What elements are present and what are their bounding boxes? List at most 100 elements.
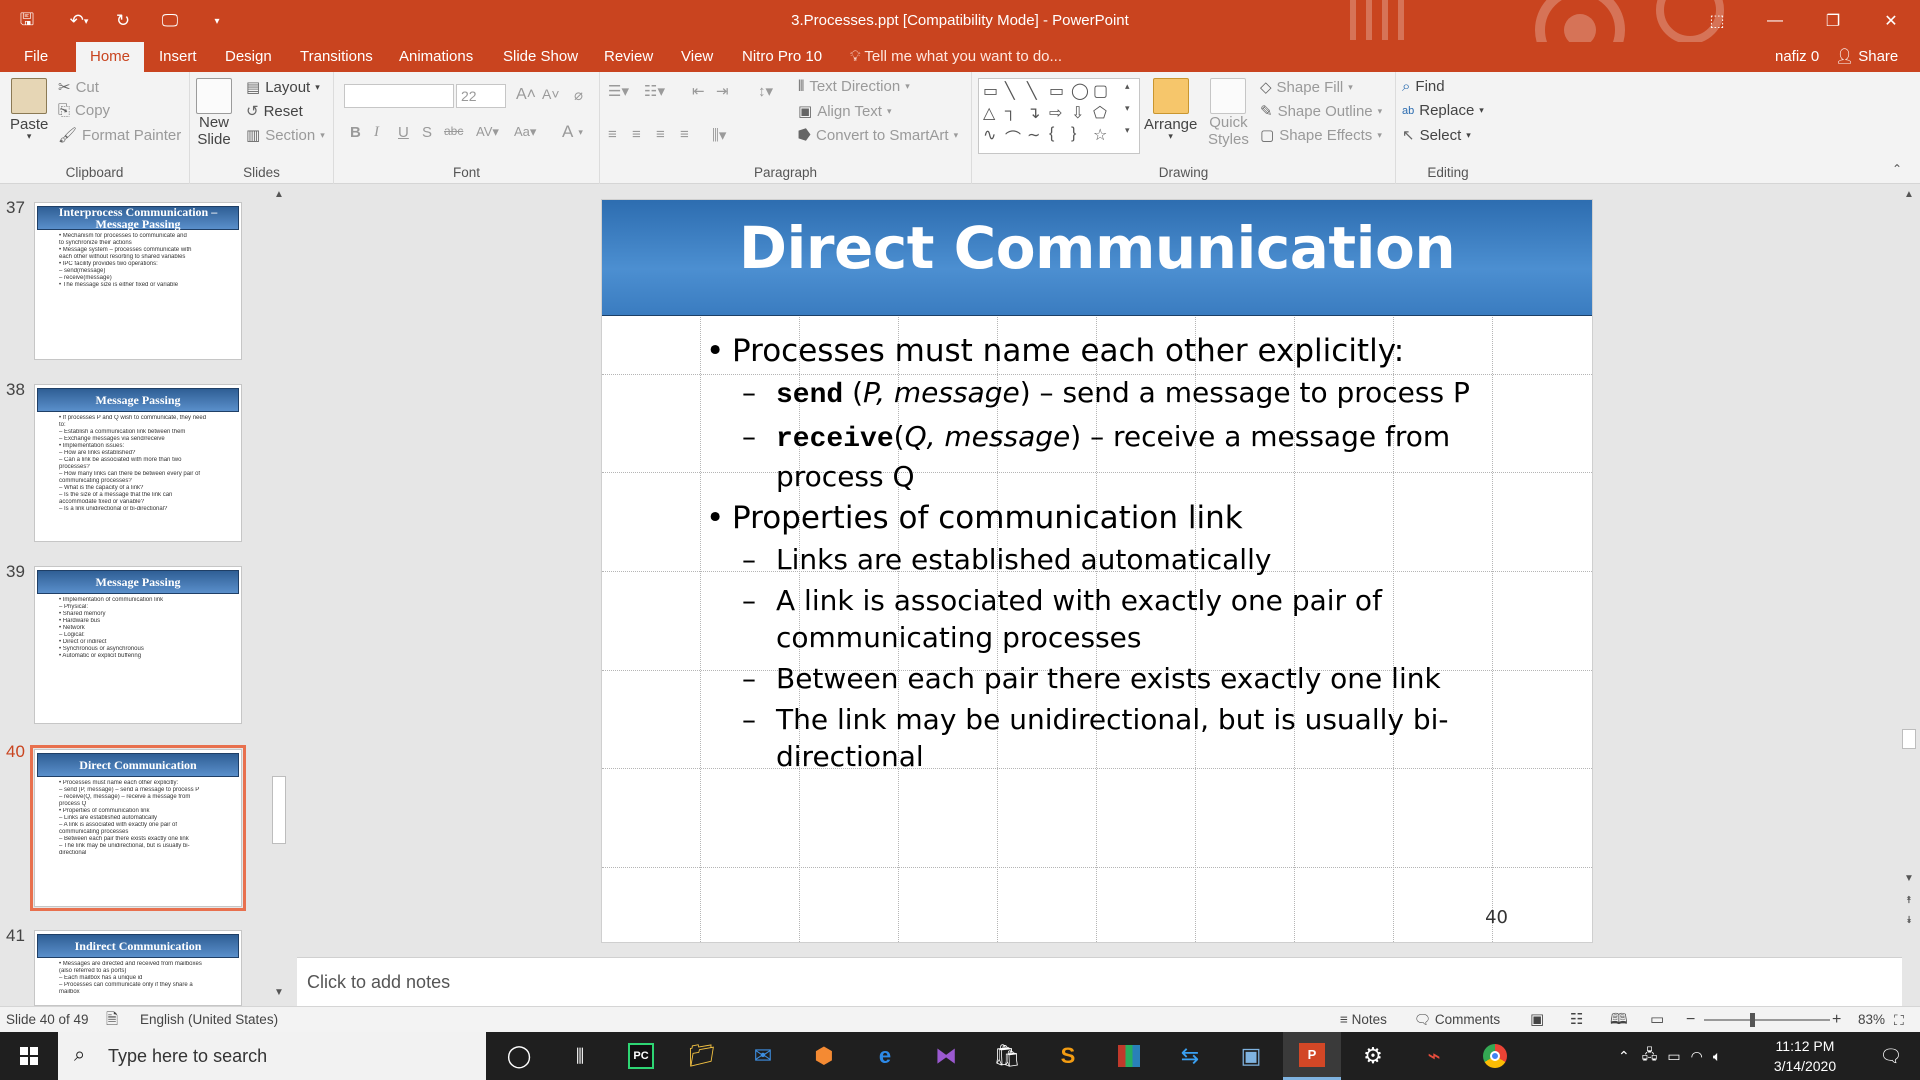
right-arrow-shape-icon[interactable]: ⇨ — [1049, 105, 1063, 122]
slide-body[interactable]: Processes must name each other explicitl… — [706, 328, 1566, 775]
shape-outline-button[interactable]: ✎Shape Outline▾ — [1260, 102, 1382, 121]
teamviewer-icon[interactable]: ⇆ — [1180, 1043, 1200, 1068]
notes-toggle[interactable]: ≡ Notes — [1340, 1007, 1387, 1033]
arc-shape-icon[interactable]: ⌒ — [1005, 131, 1022, 148]
language-indicator[interactable]: English (United States) — [140, 1012, 279, 1027]
scroll-down-icon[interactable]: ▼ — [274, 987, 284, 998]
user-name[interactable]: nafiz 0 — [1775, 48, 1820, 65]
new-slide-button[interactable]: New Slide — [196, 78, 232, 148]
cut-button[interactable]: ✂Cut — [58, 78, 99, 97]
numbering-icon[interactable]: ☷▾ — [644, 83, 665, 100]
scrollbar-thumb[interactable] — [1902, 729, 1916, 749]
tab-transitions[interactable]: Transitions — [300, 48, 373, 65]
star-shape-icon[interactable]: ☆ — [1093, 127, 1108, 144]
zoom-slider-track[interactable] — [1704, 1019, 1830, 1021]
line2-shape-icon[interactable]: ╲ — [1027, 83, 1037, 100]
tab-view[interactable]: View — [681, 48, 714, 65]
layout-button[interactable]: ▤Layout▾ — [246, 78, 320, 97]
shapes-gallery[interactable]: ▭ ╲ ╲ ▭ ◯ ▢ △ ┐ ↴ ⇨ ⇩ ⬠ ∿ ⌒ ∼ { } ☆ ▴ ▾ … — [978, 78, 1140, 154]
scrollbar-thumb[interactable] — [272, 776, 286, 844]
tab-file[interactable]: File — [24, 48, 49, 65]
close-icon[interactable]: ✕ — [1884, 13, 1898, 30]
restore-icon[interactable]: ❐ — [1825, 13, 1841, 30]
scroll-up-icon[interactable]: ▲ — [274, 189, 284, 200]
zoom-in-icon[interactable]: + — [1832, 1011, 1842, 1028]
decrease-indent-icon[interactable]: ⇤ — [692, 83, 705, 100]
tab-slide-show[interactable]: Slide Show — [503, 48, 579, 65]
shape-fill-button[interactable]: ◇Shape Fill▾ — [1260, 78, 1353, 97]
format-painter-button[interactable]: 🖌︎Format Painter — [58, 126, 181, 145]
spell-check-icon[interactable]: 🗎︎ — [106, 1011, 119, 1028]
increase-indent-icon[interactable]: ⇥ — [716, 83, 729, 100]
zoom-level[interactable]: 83% — [1858, 1012, 1886, 1027]
grow-font-icon[interactable]: A˄ — [516, 86, 537, 103]
freeform-shape-icon[interactable]: ⬠ — [1093, 105, 1107, 122]
shape-effects-button[interactable]: ▢Shape Effects▾ — [1260, 126, 1382, 145]
curve-shape-icon[interactable]: ∿ — [983, 127, 997, 144]
tab-animations[interactable]: Animations — [399, 48, 474, 65]
normal-view-icon[interactable]: ▣ — [1530, 1011, 1545, 1028]
find-button[interactable]: ⌕Find — [1402, 78, 1445, 95]
change-case-icon[interactable]: Aa▾ — [514, 124, 537, 139]
next-slide-icon[interactable]: ⯯ — [1906, 915, 1912, 926]
mail-icon[interactable]: ✉ — [753, 1043, 773, 1068]
tab-review[interactable]: Review — [604, 48, 654, 65]
align-left-icon[interactable]: ≡ — [608, 126, 617, 143]
quick-styles-button[interactable]: Quick Styles — [1208, 78, 1249, 148]
chrome-icon[interactable] — [1466, 1032, 1524, 1080]
rounded-rect-shape-icon[interactable]: ▢ — [1093, 83, 1109, 100]
align-right-icon[interactable]: ≡ — [656, 126, 665, 143]
elbow-arrow-shape-icon[interactable]: ↴ — [1027, 105, 1041, 122]
task-view-icon[interactable]: ⫼ — [575, 1045, 585, 1066]
connector-shape-icon[interactable]: ┐ — [1005, 103, 1017, 120]
edge-icon[interactable]: e — [878, 1043, 892, 1068]
reading-view-icon[interactable]: 🕮︎ — [1610, 1011, 1628, 1028]
underline-icon[interactable]: U — [398, 124, 409, 141]
undo-icon[interactable]: ↶▾ — [69, 11, 89, 30]
collapse-ribbon-icon[interactable]: ⌃ — [1892, 162, 1903, 176]
notes-pane[interactable]: Click to add notes — [297, 957, 1902, 1006]
character-spacing-icon[interactable]: AV▾ — [476, 124, 499, 139]
justify-icon[interactable]: ≡ — [680, 126, 689, 143]
scroll-down-icon[interactable]: ▼ — [1904, 873, 1914, 884]
show-hidden-icons-icon[interactable]: ⌃ — [1618, 1047, 1630, 1064]
gallery-down-icon[interactable]: ▾ — [1125, 103, 1130, 113]
textbox-shape-icon[interactable]: ▭ — [983, 83, 999, 100]
text-direction-button[interactable]: ⫴Text Direction▾ — [798, 78, 910, 95]
align-text-button[interactable]: ▣Align Text▾ — [798, 102, 891, 121]
font-size-box[interactable]: 22 — [456, 84, 506, 108]
slide-thumbnail[interactable]: Interprocess Communication – Message Pas… — [34, 202, 242, 360]
bold-icon[interactable]: B — [350, 124, 361, 141]
tab-insert[interactable]: Insert — [159, 48, 197, 65]
reset-button[interactable]: ↺Reset — [246, 102, 303, 121]
redo-icon[interactable]: ↻ — [115, 11, 131, 30]
line-spacing-icon[interactable]: ↕▾ — [758, 83, 774, 100]
zoom-out-icon[interactable]: − — [1686, 1011, 1696, 1028]
left-brace-shape-icon[interactable]: { — [1049, 125, 1055, 142]
store-icon[interactable]: 🛍︎ — [993, 1043, 1021, 1068]
action-center-icon[interactable]: 🗨︎ — [1879, 1045, 1903, 1066]
gallery-more-icon[interactable]: ▾ — [1125, 125, 1130, 135]
section-button[interactable]: ▥Section▾ — [246, 126, 325, 145]
start-button[interactable] — [0, 1032, 58, 1080]
select-button[interactable]: ↖Select▾ — [1402, 126, 1471, 145]
slide-thumbnail[interactable]: Message Passing • Implementation of comm… — [34, 566, 242, 724]
file-explorer-icon[interactable]: 📁︎ — [688, 1043, 716, 1068]
slide-title[interactable]: Direct Communication — [738, 214, 1456, 282]
slide-canvas[interactable]: Direct Communication Processes must name… — [601, 199, 1593, 943]
strikethrough-icon[interactable]: abc — [444, 124, 464, 138]
comments-toggle[interactable]: 🗨︎ Comments — [1414, 1007, 1500, 1033]
winrar-icon[interactable] — [1100, 1032, 1158, 1080]
clear-formatting-icon[interactable]: ⌀ — [574, 87, 584, 104]
acrobat-icon[interactable]: ⌁ — [1427, 1043, 1441, 1068]
shrink-font-icon[interactable]: A˅ — [542, 86, 560, 102]
tab-nitro-pro[interactable]: Nitro Pro 10 — [742, 48, 823, 65]
fit-to-window-icon[interactable]: ⛶ — [1894, 1012, 1904, 1028]
network-adapter-icon[interactable]: 🖧︎ — [1641, 1046, 1658, 1062]
battery-icon[interactable]: ▭ — [1667, 1047, 1681, 1064]
pycharm-icon[interactable]: PC — [612, 1032, 670, 1080]
powerpoint-taskbar-icon[interactable]: P — [1283, 1032, 1341, 1080]
wifi-icon[interactable]: ◠ — [1690, 1047, 1703, 1064]
tab-design[interactable]: Design — [225, 48, 272, 65]
